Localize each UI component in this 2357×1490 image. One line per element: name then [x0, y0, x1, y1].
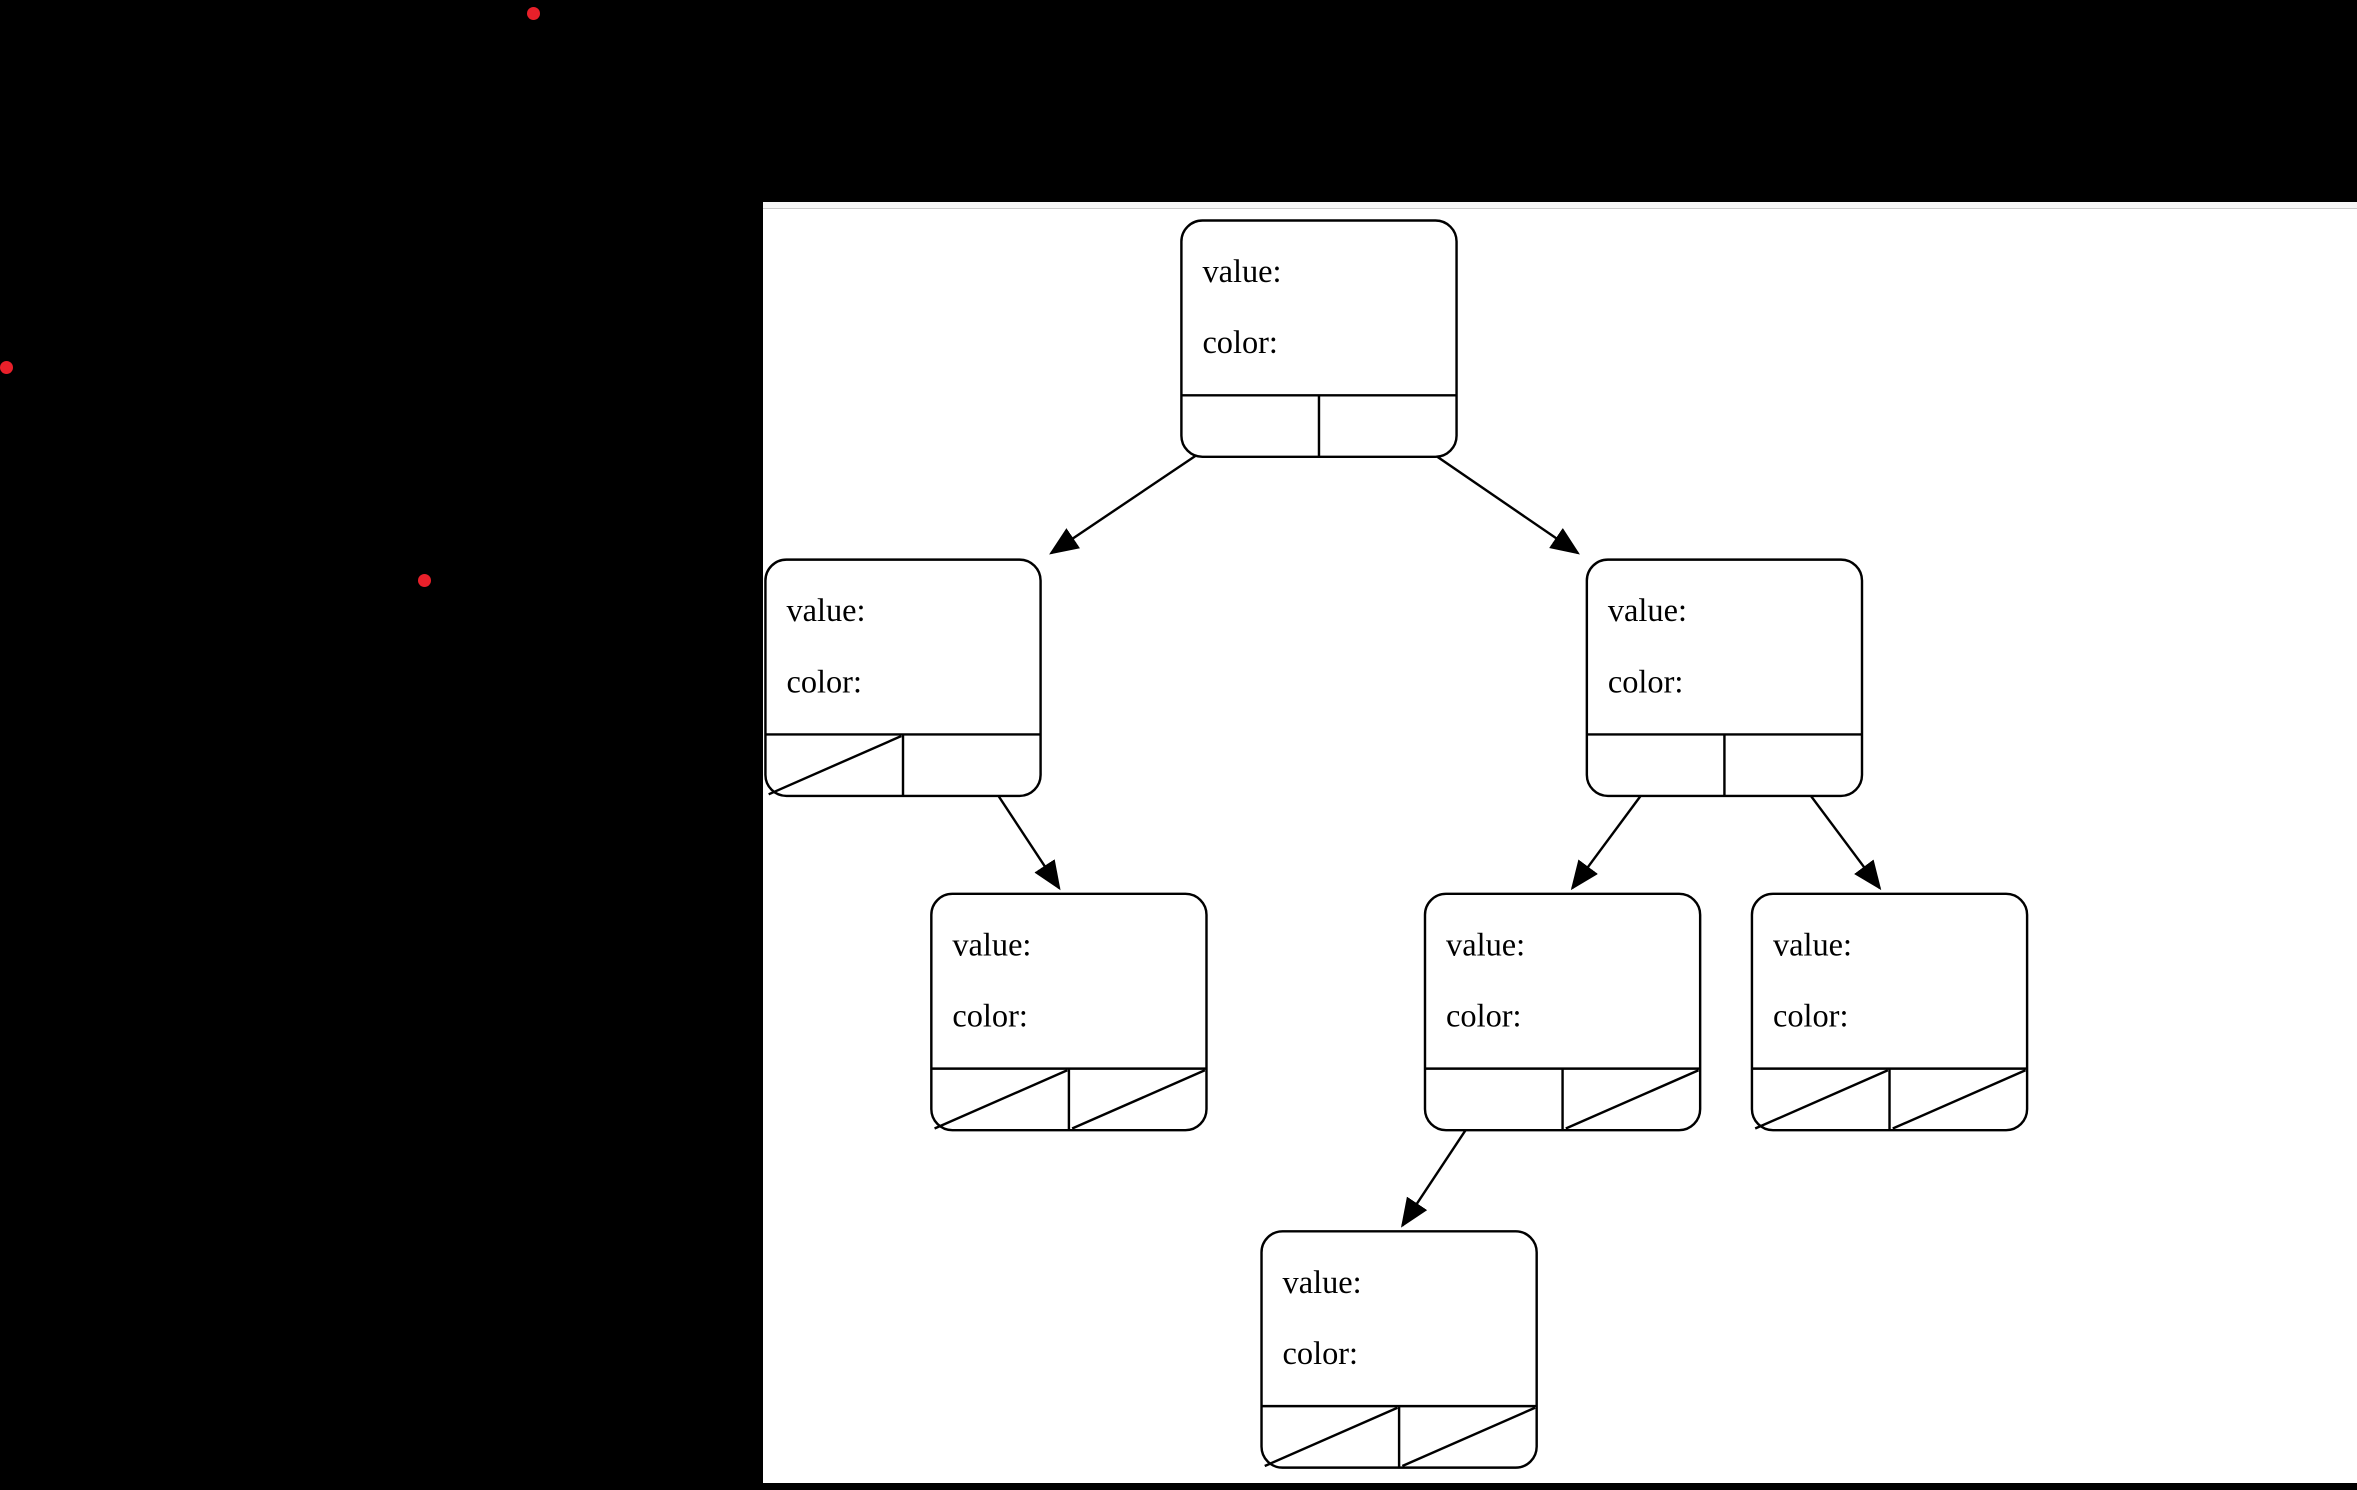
node-color-label: color: — [1773, 999, 1848, 1035]
node-left-right[interactable]: value: color: — [930, 892, 1208, 1132]
node-color-label: color: — [1608, 664, 1683, 700]
node-value-label: value: — [1608, 593, 1687, 629]
null-pointer-slash-right — [1892, 1069, 2026, 1130]
node-value-label: value: — [1446, 927, 1525, 963]
marker-dot-top — [527, 7, 540, 20]
null-pointer-slash-right — [1565, 1069, 1700, 1130]
node-value-label: value: — [1283, 1265, 1362, 1301]
node-value-label: value: — [786, 593, 865, 629]
node-left[interactable]: value: color: — [764, 558, 1042, 798]
node-right-left-left[interactable]: value: color: — [1260, 1230, 1538, 1469]
node-layer: value:color:value:color:value:color:valu… — [764, 219, 2029, 1469]
null-pointer-slash-right — [1401, 1406, 1536, 1468]
marker-dot-left — [0, 361, 13, 374]
diagram-canvas-panel[interactable]: value:color:value:color:value:color:valu… — [763, 202, 2357, 1483]
null-pointer-slash-left — [934, 1069, 1068, 1130]
node-color-label: color: — [1446, 999, 1521, 1035]
binary-tree-diagram: value:color:value:color:value:color:valu… — [764, 219, 2029, 1469]
node-value-label: value: — [952, 927, 1031, 963]
null-pointer-slash-right — [1071, 1069, 1206, 1130]
marker-dot-mid — [418, 574, 431, 587]
node-right[interactable]: value: color: — [1585, 558, 1864, 798]
node-color-label: color: — [786, 664, 861, 700]
node-right-right[interactable]: value: color: — [1750, 892, 2029, 1132]
node-root[interactable]: value: color: — [1180, 219, 1458, 459]
node-color-label: color: — [1283, 1336, 1358, 1372]
node-value-label: value: — [1773, 927, 1852, 963]
null-pointer-slash-left — [1754, 1069, 1889, 1130]
canvas-toolstrip — [763, 202, 2357, 209]
node-right-left[interactable]: value: color: — [1423, 892, 1702, 1132]
null-pointer-slash-left — [768, 734, 902, 796]
node-color-label: color: — [952, 999, 1027, 1035]
node-value-label: value: — [1202, 254, 1281, 290]
node-color-label: color: — [1202, 325, 1277, 361]
null-pointer-slash-left — [1264, 1406, 1398, 1468]
